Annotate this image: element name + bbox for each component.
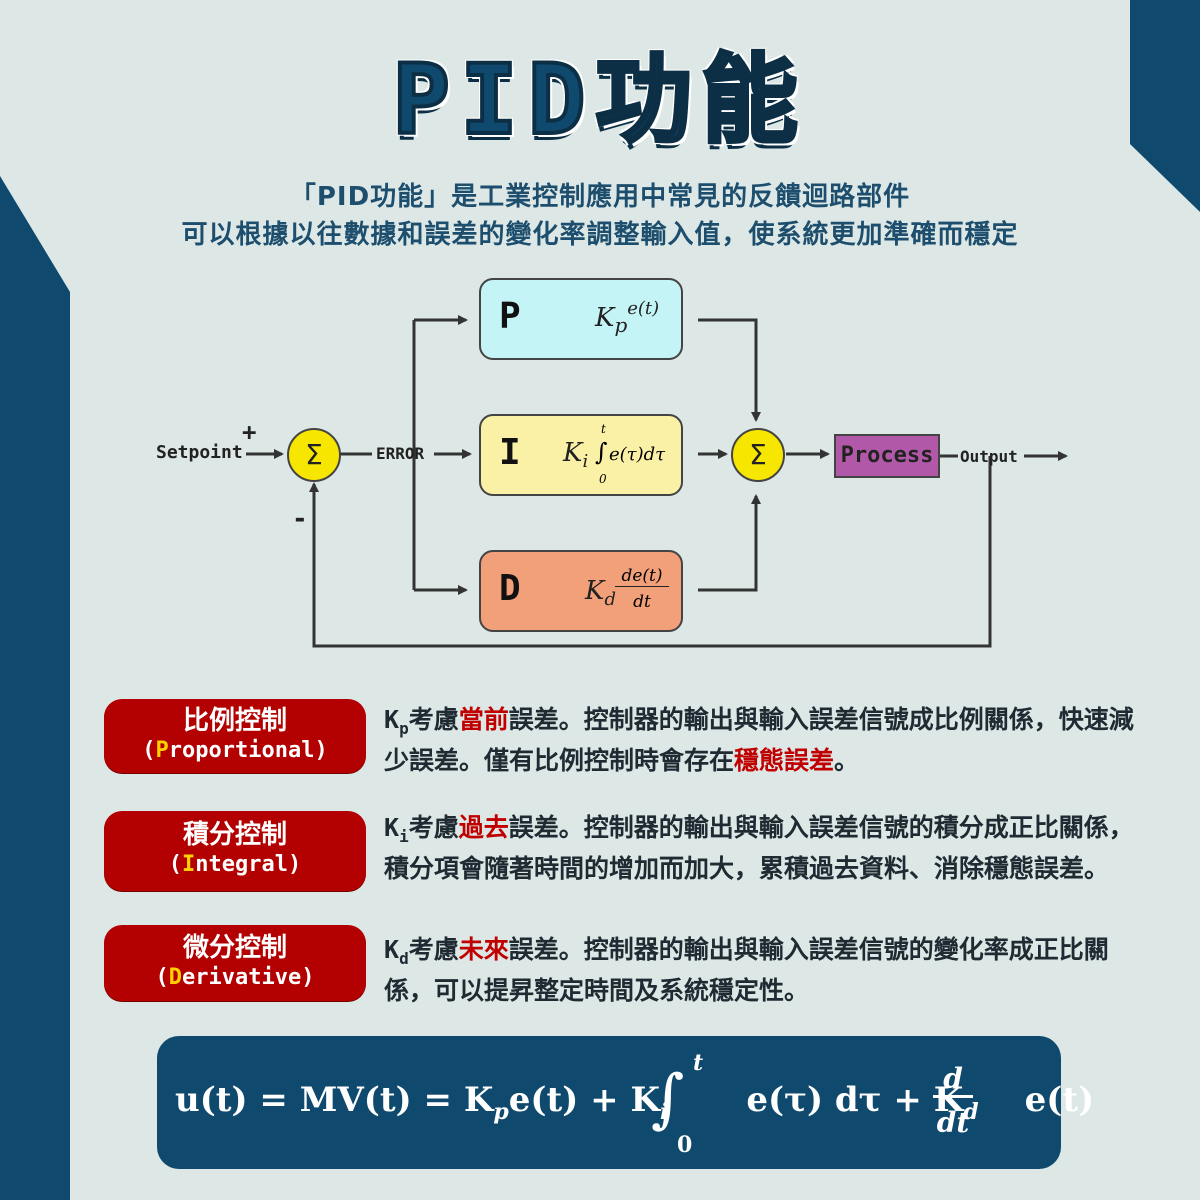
diagram-connectors [246,315,1068,648]
p-block-letter: P [499,296,521,337]
page-title: PID功能 [390,42,808,158]
derivative-control-badge: 微分控制 (Derivative) [104,925,366,1001]
d-block-denominator: dt [633,592,651,612]
plus-sign: + [242,418,257,446]
setpoint-label: Setpoint [156,442,243,463]
formula-derivative-numerator: d [933,1062,973,1098]
formula-integral-upper: t [693,1050,704,1076]
i-block-formula: Ki [563,438,589,473]
integral-upper: t [601,422,606,436]
summing-junction-input: Σ [287,428,341,482]
summing-junction-output: Σ [731,428,785,482]
d-block-numerator: de(t) [615,566,669,587]
p-block: P Kpe(t) [479,278,683,360]
subtitle-line-2: 可以根據以往數據和誤差的變化率調整輸入值，使系統更加準確而穩定 [181,220,1019,250]
p-block-formula: Kpe(t) [595,298,660,338]
integral-lower: 0 [599,472,607,486]
formula-integral-lower: 0 [677,1132,693,1158]
integral-sign: ∫ [595,438,608,466]
minus-sign: - [292,504,308,534]
error-label: ERROR [376,444,425,463]
i-block-letter: I [499,432,521,473]
d-block-gain: Kd [585,576,616,611]
d-block: D Kd de(t) dt [479,550,683,632]
d-block-letter: D [499,568,521,609]
derivative-control-description: Kd考慮未來誤差。控制器的輸出與輸入誤差信號的變化率成正比關係，可以提昇整定時間… [384,935,1109,1005]
subtitle-line-1: 「PID功能」是工業控制應用中常見的反饋迴路部件 [289,182,911,212]
formula-derivative-denominator: dt [936,1106,970,1139]
i-block: I Ki ∫ t 0 e(τ)dτ [479,414,683,496]
integral-control-badge: 積分控制 (Integral) [104,811,366,891]
formula-integral-sign: ∫ [651,1062,685,1136]
integral-term: e(τ)dτ [609,444,666,465]
proportional-control-badge: 比例控制 (Proportional) [104,699,366,773]
integral-control-description: Ki考慮過去誤差。控制器的輸出與輸入誤差信號的積分成正比關係，積分項會隨著時間的… [384,813,1134,883]
output-label: Output [960,447,1018,466]
proportional-control-description: Kp考慮當前誤差。控制器的輸出與輸入誤差信號成比例關係，快速減少誤差。僅有比例控… [384,705,1134,775]
process-block: Process [834,434,940,478]
